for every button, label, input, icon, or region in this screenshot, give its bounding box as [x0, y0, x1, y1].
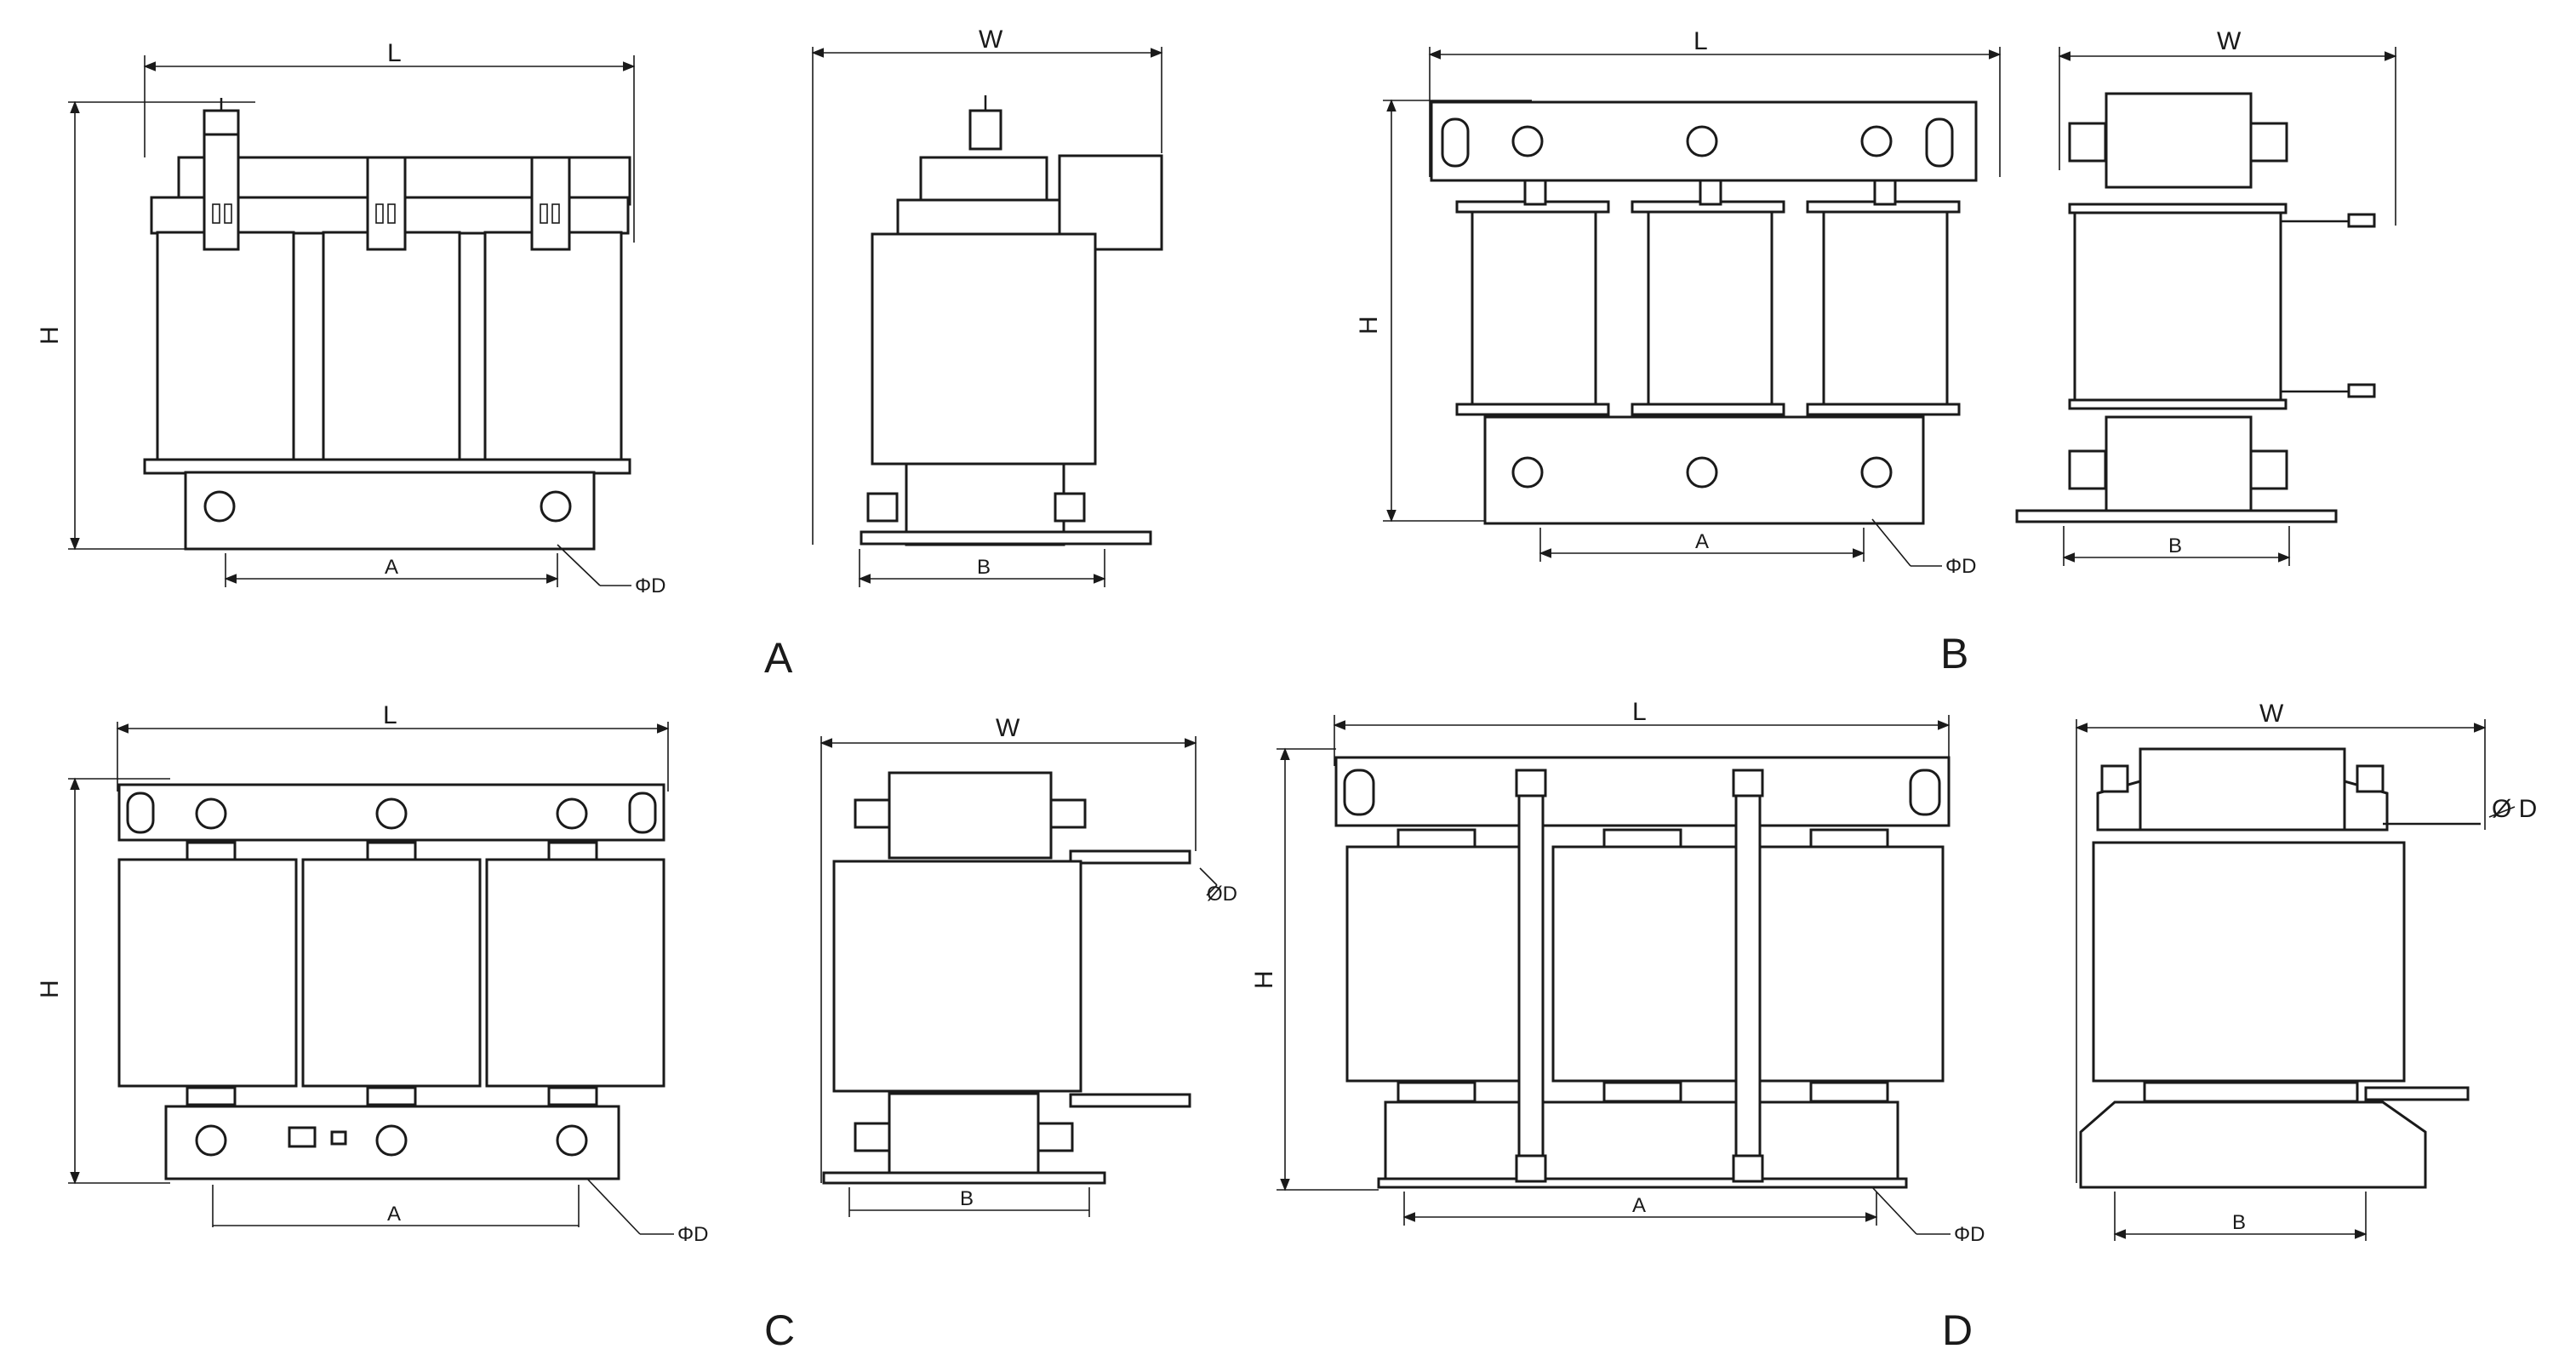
- fig-c-front-view: L H: [36, 701, 708, 1246]
- fig-d-front-height-label: H: [1250, 970, 1278, 989]
- figure-c: L H: [36, 701, 1237, 1354]
- fig-b-side-width-label: W: [2217, 27, 2242, 55]
- fig-a-side-mount-b-label: B: [977, 556, 991, 579]
- fig-b-front-length-label: L: [1694, 27, 1708, 55]
- fig-a-front-mount-a-label: A: [385, 556, 398, 579]
- fig-d-front-mount-a-label: A: [1632, 1194, 1646, 1217]
- figure-a-caption: A: [764, 634, 793, 682]
- figure-b-caption: B: [1940, 630, 1968, 677]
- fig-b-front-view: L H: [1355, 27, 2002, 578]
- figure-d-caption: D: [1942, 1306, 1973, 1354]
- fig-a-front-length-label: L: [387, 39, 402, 67]
- figure-a: L H A: [36, 26, 1163, 682]
- fig-a-front-view: L H A: [36, 39, 665, 597]
- fig-c-front-hole-label: ΦD: [677, 1223, 708, 1246]
- fig-b-front-hole-label: ΦD: [1945, 555, 1976, 578]
- fig-b-front-height-label: H: [1355, 316, 1383, 334]
- fig-d-front-view: L H A: [1250, 698, 1985, 1246]
- fig-c-front-height-label: H: [36, 980, 64, 998]
- fig-a-side-view: W B: [811, 26, 1163, 587]
- fig-b-front-mount-a-label: A: [1695, 530, 1709, 553]
- fig-a-front-hole-label: ΦD: [635, 574, 665, 597]
- fig-c-side-width-label: W: [996, 714, 1020, 742]
- fig-d-side-mount-b-label: B: [2232, 1211, 2246, 1234]
- fig-c-side-view: W ØD B: [820, 714, 1237, 1217]
- fig-c-front-mount-a-label: A: [387, 1203, 401, 1226]
- fig-b-side-view: W B: [2015, 27, 2397, 566]
- figure-c-caption: C: [764, 1306, 795, 1354]
- figure-d: L H A: [1250, 698, 2537, 1354]
- fig-c-front-length-label: L: [383, 701, 397, 729]
- figure-b: L H: [1355, 27, 2397, 677]
- fig-d-side-view: W Ø D B: [2075, 700, 2537, 1241]
- fig-a-side-width-label: W: [979, 26, 1003, 54]
- fig-d-front-hole-label: ΦD: [1954, 1223, 1985, 1246]
- fig-c-side-hole-label: ØD: [1207, 883, 1237, 906]
- fig-a-front-height-label: H: [36, 326, 64, 345]
- fig-c-side-mount-b-label: B: [960, 1187, 974, 1210]
- fig-d-front-length-label: L: [1632, 698, 1647, 726]
- fig-d-side-width-label: W: [2259, 700, 2284, 728]
- fig-b-side-mount-b-label: B: [2168, 534, 2182, 557]
- fig-d-side-hole-label: Ø D: [2492, 795, 2537, 823]
